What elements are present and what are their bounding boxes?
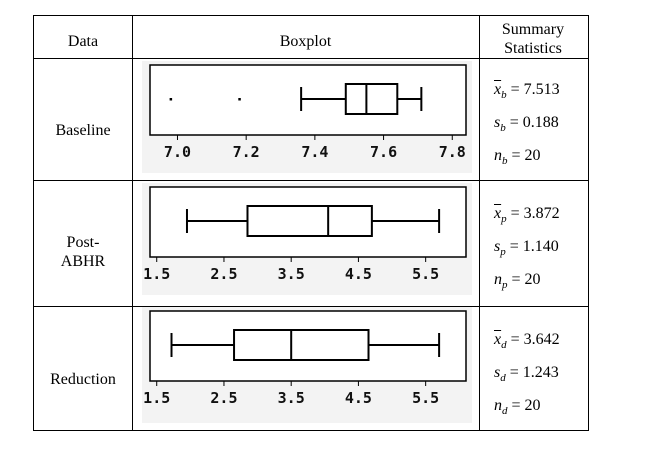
header-boxplot: Boxplot xyxy=(279,33,332,50)
boxplot-post-abhr: 1.5 2.5 3.5 4.5 5.5 xyxy=(142,183,472,295)
boxplot-reduction-svg: 1.5 2.5 3.5 4.5 5.5 xyxy=(143,310,467,407)
tick-label: 3.5 xyxy=(278,265,305,283)
row-label-reduction: Reduction xyxy=(50,371,116,388)
stat-symbol: x xyxy=(494,81,502,98)
tick-label: 1.5 xyxy=(143,265,170,283)
boxplot-reduction: 1.5 2.5 3.5 4.5 5.5 xyxy=(142,307,472,423)
stat-symbol: n xyxy=(494,147,502,164)
outlier-point xyxy=(238,98,241,101)
header-data: Data xyxy=(67,33,99,50)
tick-label: 5.5 xyxy=(412,389,439,407)
stat-value: = 0.188 xyxy=(505,114,559,131)
stat-line: sp = 1.140 xyxy=(494,233,560,266)
results-table xyxy=(33,15,589,431)
stat-line: nb = 20 xyxy=(494,142,560,175)
tick-label: 5.5 xyxy=(412,265,439,283)
tick-label: 4.5 xyxy=(345,265,372,283)
stat-value: = 3.872 xyxy=(506,205,560,222)
tick-label: 7.4 xyxy=(301,143,328,161)
stat-symbol: n xyxy=(494,271,502,288)
stat-value: = 20 xyxy=(507,147,541,164)
stat-line: xb = 7.513 xyxy=(494,76,560,109)
tick-label: 7.2 xyxy=(233,143,260,161)
stat-symbol: s xyxy=(494,364,501,381)
stat-subscript: p xyxy=(500,246,506,258)
stat-line: xd = 3.642 xyxy=(494,326,560,359)
outlier-point xyxy=(169,98,173,101)
stat-subscript: b xyxy=(500,122,506,134)
boxplot-baseline: 7.0 7.2 7.4 7.6 7.8 xyxy=(142,61,472,173)
col-divider-1 xyxy=(132,16,133,430)
stat-symbol: x xyxy=(494,331,502,348)
stat-value: = 7.513 xyxy=(506,81,560,98)
stat-symbol: s xyxy=(494,114,501,131)
boxplot-post-abhr-svg: 1.5 2.5 3.5 4.5 5.5 xyxy=(143,186,467,283)
stat-line: np = 20 xyxy=(494,266,560,299)
stat-symbol: x xyxy=(494,205,502,222)
tick-label: 7.6 xyxy=(370,143,397,161)
stat-subscript: d xyxy=(502,405,508,417)
iqr-box xyxy=(246,205,373,237)
stat-line: sd = 1.243 xyxy=(494,359,560,392)
stat-value: = 20 xyxy=(507,397,541,414)
stat-subscript: d xyxy=(500,372,506,384)
stat-subscript: p xyxy=(502,279,508,291)
row-label-baseline: Baseline xyxy=(55,122,111,139)
row-divider-1 xyxy=(34,180,588,181)
tick-label: 7.8 xyxy=(439,143,466,161)
stat-subscript: b xyxy=(501,89,507,101)
stat-value: = 1.140 xyxy=(505,238,559,255)
header-summary-line2: Statistics xyxy=(504,40,562,57)
row-label-post-line2: ABHR xyxy=(60,253,106,270)
stat-value: = 20 xyxy=(507,271,541,288)
row-divider-2 xyxy=(34,306,588,307)
stat-line: nd = 20 xyxy=(494,392,560,425)
stat-symbol: s xyxy=(494,238,501,255)
stat-subscript: p xyxy=(501,213,507,225)
row-label-post-line1: Post- xyxy=(66,234,100,251)
stat-line: xp = 3.872 xyxy=(494,200,560,233)
stat-line: sb = 0.188 xyxy=(494,109,560,142)
stat-value: = 1.243 xyxy=(505,364,559,381)
stat-symbol: n xyxy=(494,397,502,414)
tick-label: 7.0 xyxy=(164,143,191,161)
iqr-box xyxy=(344,83,399,115)
col-divider-2 xyxy=(479,16,480,430)
tick-label: 3.5 xyxy=(278,389,305,407)
tick-label: 2.5 xyxy=(210,265,237,283)
tick-label: 4.5 xyxy=(345,389,372,407)
tick-label: 2.5 xyxy=(210,389,237,407)
iqr-box xyxy=(233,329,370,361)
header-summary-line1: Summary xyxy=(501,21,565,38)
header-divider xyxy=(34,58,588,59)
boxplot-baseline-svg: 7.0 7.2 7.4 7.6 7.8 xyxy=(149,64,467,161)
stat-value: = 3.642 xyxy=(506,331,560,348)
stat-subscript: b xyxy=(502,155,508,167)
tick-label: 1.5 xyxy=(143,389,170,407)
stat-subscript: d xyxy=(501,339,507,351)
